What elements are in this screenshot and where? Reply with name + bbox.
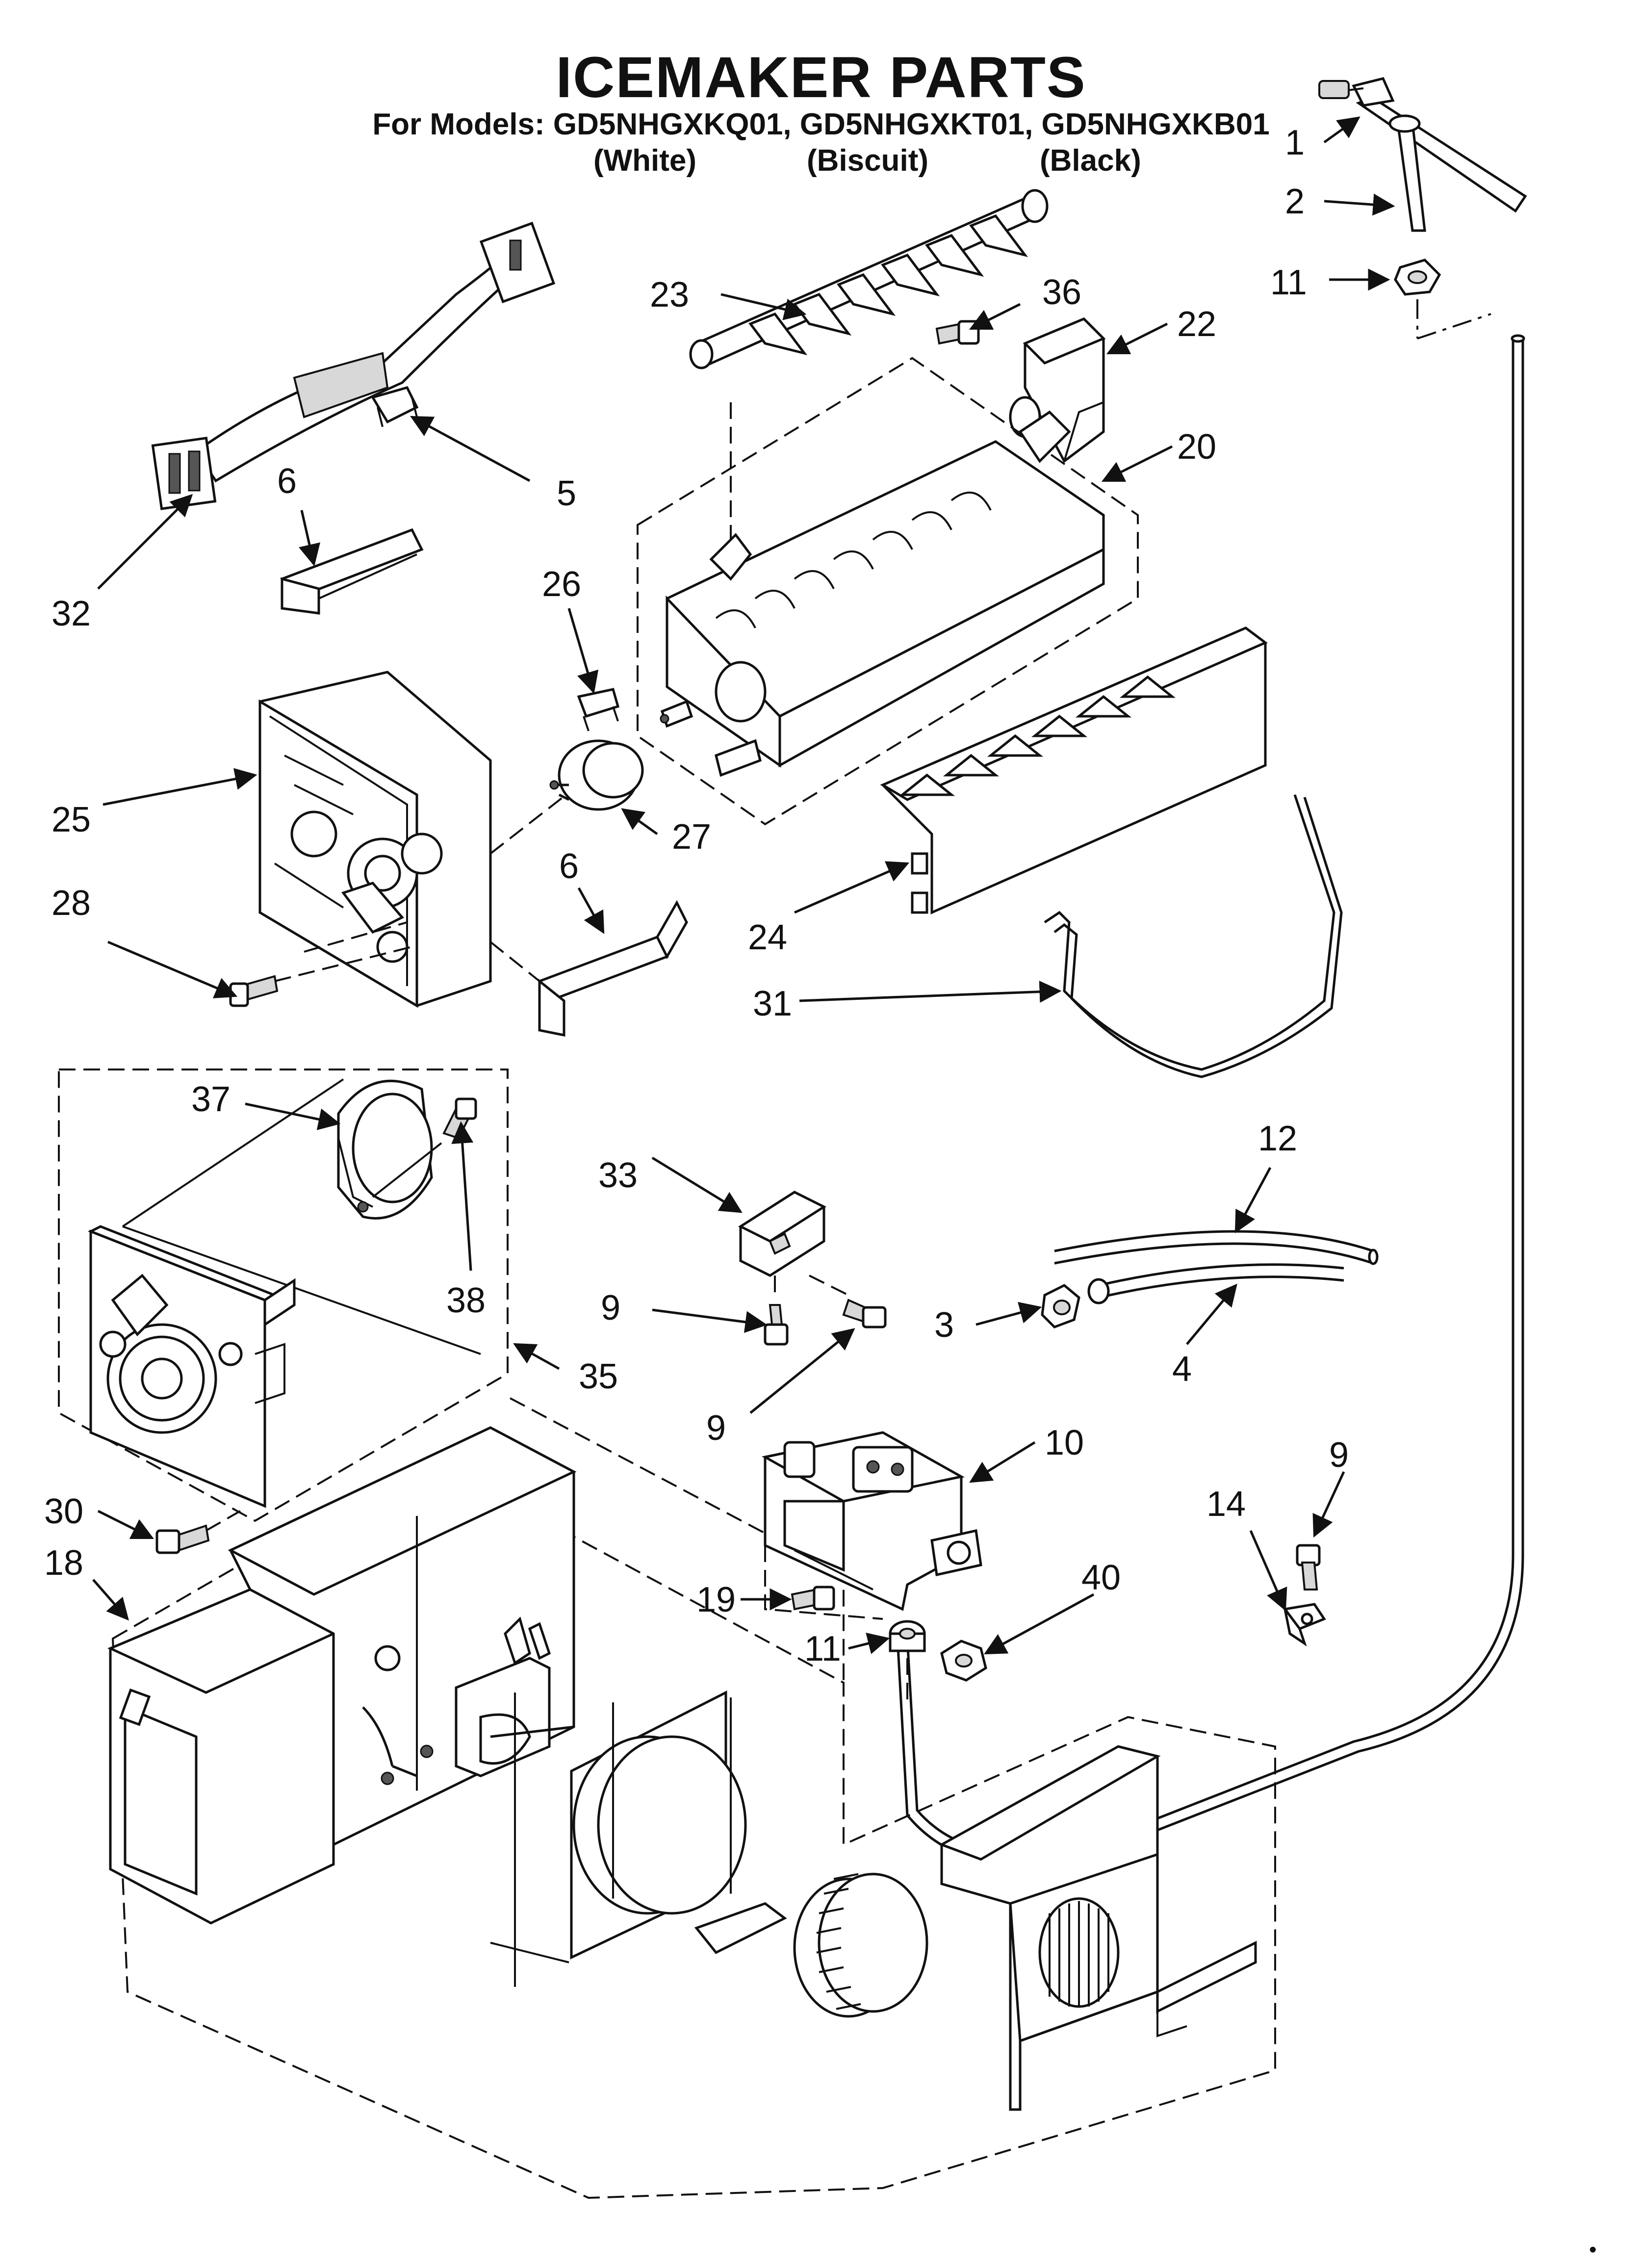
callout-10: 10 — [1045, 1423, 1084, 1462]
callout-6-upper: 6 — [277, 462, 297, 501]
callout-9a: 9 — [601, 1288, 620, 1328]
mold-20 — [637, 357, 1139, 826]
callout-23: 23 — [650, 275, 689, 314]
screws-9-group — [764, 1299, 887, 1346]
nut-11-top — [1394, 259, 1441, 296]
callout-14: 14 — [1206, 1485, 1246, 1524]
bracket-33 — [738, 1191, 849, 1296]
color-biscuit: (Biscuit) — [807, 144, 928, 178]
callout-20: 20 — [1177, 427, 1216, 467]
callout-9b: 9 — [706, 1408, 726, 1448]
callout-30: 30 — [44, 1492, 83, 1531]
water-valve-10 — [761, 1431, 982, 1620]
cover-22 — [1009, 317, 1106, 463]
screw-19 — [791, 1586, 835, 1611]
nut-11-lower — [889, 1620, 926, 1707]
module-35 — [58, 1069, 509, 1522]
callout-25: 25 — [51, 800, 91, 839]
clip-5 — [371, 386, 419, 427]
callout-12: 12 — [1258, 1119, 1297, 1158]
nut-3 — [1041, 1284, 1080, 1329]
screw-36 — [935, 320, 980, 345]
control-housing-25 — [258, 671, 580, 1008]
callout-22: 22 — [1177, 305, 1216, 344]
callout-36: 36 — [1042, 273, 1081, 312]
screw-30 — [155, 1510, 241, 1554]
fan-shroud — [939, 1745, 1257, 2111]
callout-40: 40 — [1081, 1558, 1121, 1597]
callout-35: 35 — [579, 1357, 618, 1396]
clip-14 — [1283, 1603, 1326, 1647]
shutoff-arm-31 — [1044, 794, 1343, 1078]
callout-11-lower: 11 — [804, 1629, 841, 1668]
callout-26: 26 — [542, 565, 581, 604]
callout-labels: 1 2 11 23 36 22 20 5 6 32 26 25 27 6 24 … — [44, 123, 1596, 2262]
callout-37: 37 — [191, 1080, 231, 1119]
callout-3: 3 — [934, 1305, 954, 1345]
wire-harness-32 — [151, 221, 556, 510]
footer-mark: • — [1589, 2238, 1596, 2262]
callout-2: 2 — [1285, 182, 1305, 221]
callout-28: 28 — [51, 884, 91, 923]
callout-24: 24 — [748, 918, 787, 957]
callout-38: 38 — [446, 1281, 486, 1320]
screw-9-right — [1296, 1544, 1321, 1590]
stripper-24 — [880, 626, 1268, 914]
fill-tube-assembly — [1318, 77, 1527, 232]
callout-18: 18 — [44, 1543, 83, 1583]
motor-37 — [337, 1079, 433, 1220]
callout-9c: 9 — [1329, 1435, 1349, 1475]
clip-26 — [577, 688, 620, 731]
models-line: For Models: GD5NHGXKQ01, GD5NHGXKT01, GD… — [372, 107, 1270, 141]
tube-12 — [1054, 1230, 1379, 1265]
callout-5: 5 — [557, 474, 576, 513]
callout-31: 31 — [753, 984, 792, 1023]
nut-40 — [940, 1640, 987, 1682]
housing-18 — [107, 1397, 1276, 2199]
callout-33: 33 — [598, 1156, 638, 1195]
bracket-6-lower — [489, 900, 688, 1037]
color-black: (Black) — [1040, 144, 1141, 178]
callout-1: 1 — [1285, 123, 1305, 162]
leader-lines — [92, 116, 1395, 1655]
page-title: ICEMAKER PARTS — [556, 45, 1086, 110]
callout-4: 4 — [1172, 1350, 1192, 1389]
callout-6-lower: 6 — [559, 847, 579, 886]
tube-4 — [1087, 1263, 1344, 1304]
blower-wheel — [793, 1873, 928, 2018]
screw-28 — [229, 946, 412, 1007]
color-white: (White) — [593, 144, 697, 178]
bracket-6-upper — [280, 528, 424, 615]
thermostat-27 — [549, 739, 644, 811]
callout-11-top: 11 — [1270, 263, 1307, 302]
callout-32: 32 — [51, 594, 91, 633]
screw-38 — [372, 1097, 477, 1198]
callout-27: 27 — [672, 817, 711, 857]
callout-19: 19 — [696, 1580, 736, 1619]
